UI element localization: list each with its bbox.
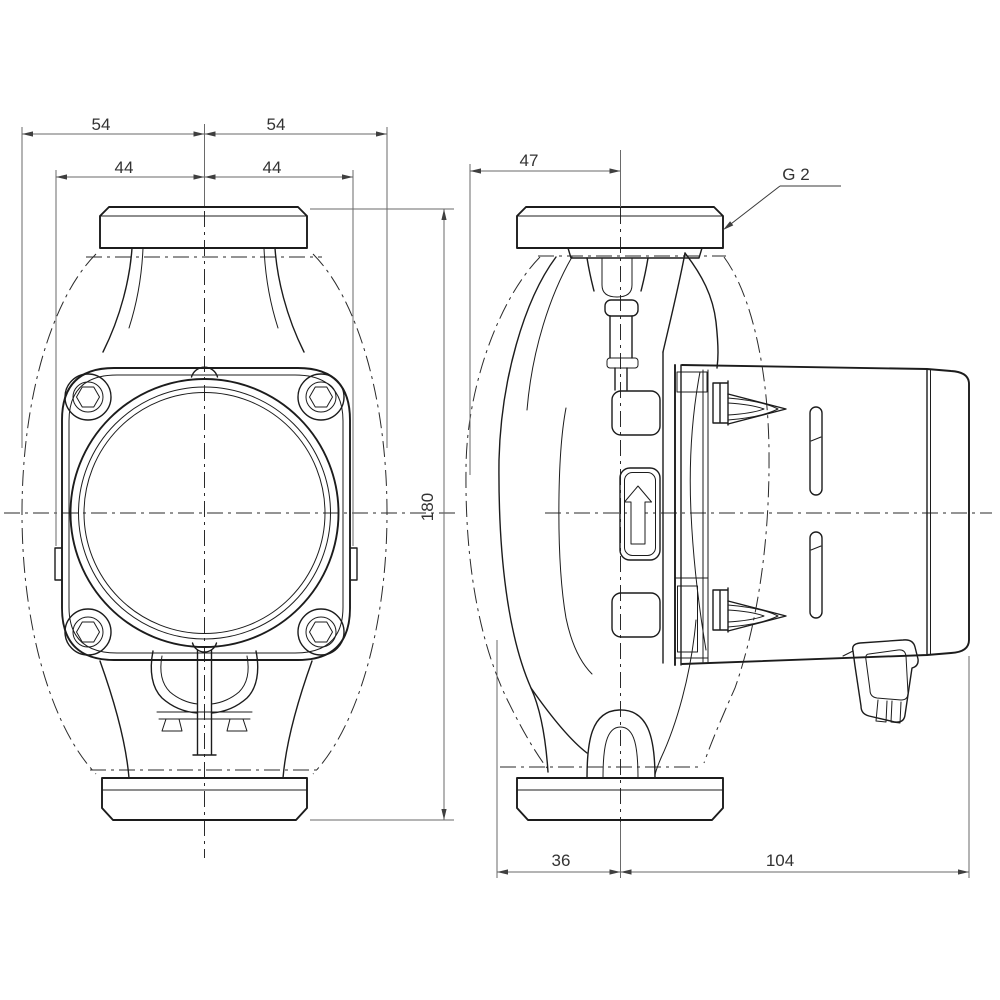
hex-bolt-bottom-left [64,608,112,656]
dim-54-right-label: 54 [267,115,286,134]
hex-bolt-top-left [64,373,112,421]
thread-callout-g2: G 2 [723,165,841,230]
plug-connector [842,639,919,724]
thread-g2-label: G 2 [782,165,809,184]
motor-vent-slot-bottom [809,531,823,619]
hex-bolt-top-right [297,373,345,421]
terminal-block [674,577,709,659]
cooling-pin-bottom [712,587,787,633]
dim-47-label: 47 [520,151,539,170]
head-boss-top [611,390,661,436]
head-boss-bottom [611,592,661,638]
front-top-union-nut [99,206,308,249]
side-view [465,150,992,878]
front-flange-plate [54,367,358,661]
front-view [4,124,458,858]
dimension-front-width-54-54: 54 54 [21,115,388,448]
front-bottom-union-nut [101,777,308,821]
dim-36-label: 36 [552,851,571,870]
flow-arrow-plate [619,467,661,561]
dim-104-label: 104 [766,851,794,870]
side-foot-arch [530,687,662,779]
dimension-height-180: 180 [310,208,454,821]
dimension-front-flange-44-44: 44 44 [55,158,354,546]
flow-direction-arrow-icon [624,485,652,545]
dimension-side-depth-47: 47 [469,150,621,475]
hex-bolt-bottom-right [297,608,345,656]
stator-housing-circles [69,366,340,653]
front-volute-bracket [150,649,259,756]
dimension-bottom-36-104: 36 104 [496,640,970,878]
dim-54-left-label: 54 [92,115,111,134]
side-top-union-nut [516,206,724,259]
side-bottom-union-nut [516,777,724,821]
motor-housing [681,364,970,665]
side-neck-cartridge [586,257,649,391]
pump-head-plate [662,351,709,666]
cooling-pin-top [712,380,787,426]
dim-44-left-label: 44 [115,158,134,177]
dim-44-right-label: 44 [263,158,282,177]
dim-180-label: 180 [418,493,437,521]
motor-vent-slot-top [809,406,823,496]
